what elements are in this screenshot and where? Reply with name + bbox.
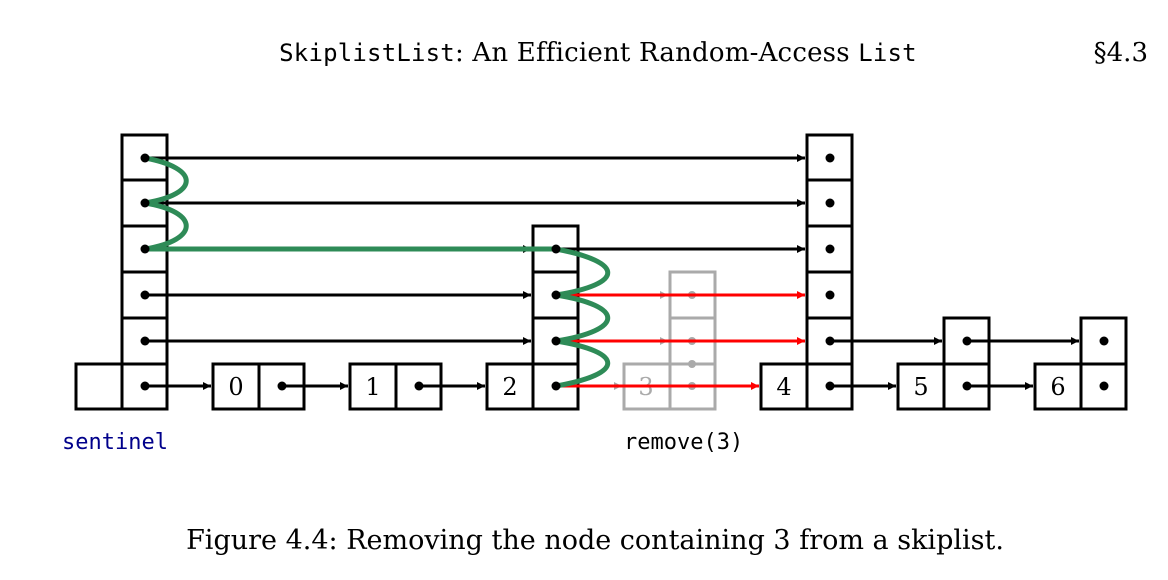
header-code-word-2: List <box>858 39 917 67</box>
node-value-cell <box>759 362 809 411</box>
node-pointer-cell <box>1079 362 1128 411</box>
header-code-word: SkiplistList <box>279 39 455 67</box>
node-5-value: 5 <box>913 373 928 401</box>
section-number: §4.3 <box>1093 38 1148 68</box>
header-title-text: : An Efficient Random-Access <box>454 38 859 68</box>
running-header-title: SkiplistList: An Efficient Random-Access… <box>0 38 1168 68</box>
node-value-cell <box>896 362 946 411</box>
node-4 <box>759 133 854 411</box>
sentinel-node <box>74 133 169 411</box>
node-6-value: 6 <box>1050 373 1065 401</box>
node-4-value: 4 <box>776 373 791 401</box>
node-2 <box>485 224 580 411</box>
node-pointer-cell <box>1079 316 1128 366</box>
updated-pointer-arrows <box>556 291 805 390</box>
node-2-value: 2 <box>502 373 517 401</box>
node-value-cell <box>348 362 398 411</box>
node-0-value: 0 <box>228 373 243 401</box>
pointer-dots <box>140 153 1109 391</box>
running-header: SkiplistList: An Efficient Random-Access… <box>0 38 1168 82</box>
node-5 <box>896 316 991 411</box>
skiplist-figure: 3 0 1 2 4 <box>62 133 1128 455</box>
search-path <box>142 155 610 389</box>
node-pointer-cell <box>805 178 854 228</box>
operation-label: remove(3) <box>624 430 743 455</box>
pointer-arrows <box>145 154 1079 390</box>
node-1-value: 1 <box>365 373 380 401</box>
sentinel-empty-cell <box>74 362 124 411</box>
sentinel-label: sentinel <box>62 430 168 455</box>
node-6 <box>1033 316 1128 411</box>
figure-caption: Figure 4.4: Removing the node containing… <box>186 525 1004 556</box>
